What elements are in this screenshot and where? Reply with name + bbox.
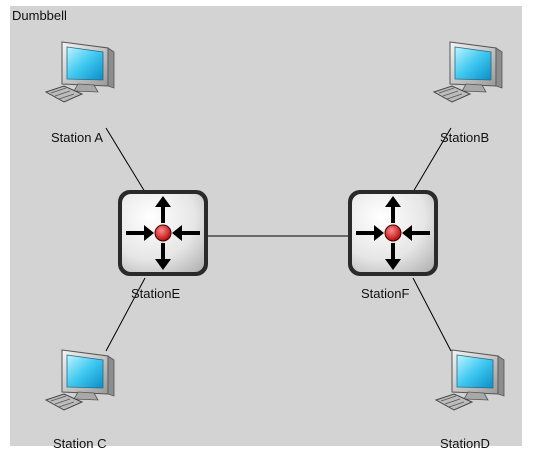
station-c-label: Station C [53,436,107,451]
station-b-computer-icon[interactable] [433,41,503,103]
station-b-label: StationB [440,130,490,145]
station-d-computer-icon[interactable] [435,349,505,411]
topology-svg [45,41,505,411]
station-a-label: Station A [51,130,104,145]
diagram-title: Dumbbell [12,8,67,23]
station-d-label: StationD [440,436,490,451]
link-f-d [412,277,452,352]
topology-canvas: Dumbbell Station A StationB Station C St… [10,6,522,451]
station-f-label: StationF [361,286,410,301]
station-f-router-icon[interactable] [346,188,440,278]
station-e-label: StationE [131,286,181,301]
station-c-computer-icon[interactable] [45,349,115,411]
station-e-router-icon[interactable] [116,188,210,278]
link-f-b [412,127,452,193]
station-a-computer-icon[interactable] [45,41,115,103]
link-a-e [105,127,146,193]
link-c-e [105,277,146,352]
